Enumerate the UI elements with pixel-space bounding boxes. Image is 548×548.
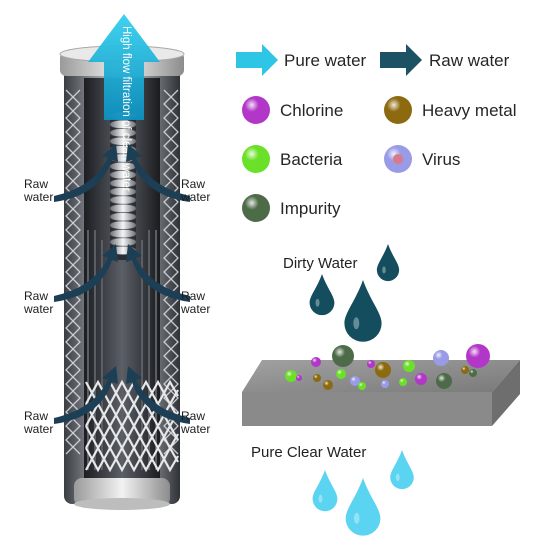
raw-water-label-right-3: Raw water — [181, 409, 211, 436]
dirty-drop — [309, 274, 335, 316]
legend: Pure water Raw water Chlorine Heavy metal… — [236, 44, 516, 222]
clean-water-caption: Pure Clear Water — [251, 444, 366, 461]
legend-item-heavy-metal: Heavy metal — [384, 96, 516, 124]
slab-side — [492, 360, 520, 426]
raw-water-inflow-arrows — [54, 144, 190, 424]
raw-water-label-right-2: Raw water — [181, 289, 211, 316]
flow-vertical-label: High flow filtration of clean water — [120, 26, 132, 192]
raw-water-label-right-1: Raw water — [181, 177, 211, 204]
legend-item-impurity: Impurity — [242, 194, 341, 222]
legend-pure-water: Pure water — [284, 51, 367, 70]
filtered-particles — [285, 344, 490, 390]
dirty-water-drops — [309, 244, 400, 342]
legend-item-chlorine: Chlorine — [242, 96, 343, 124]
legend-item-bacteria: Bacteria — [242, 145, 343, 173]
clean-drop — [345, 478, 381, 536]
mesh-wall-left — [65, 89, 81, 455]
clean-drop — [312, 470, 338, 512]
legend-raw-water: Raw water — [429, 51, 510, 70]
raw-water-label-left-2: Raw water — [24, 289, 54, 316]
legend-label: Chlorine — [280, 101, 343, 120]
slab-front — [242, 392, 492, 426]
clean-water-drops — [312, 450, 414, 536]
raw-water-label-left-1: Raw water — [24, 177, 54, 204]
raw-water-label-left-3: Raw water — [24, 409, 54, 436]
pure-water-arrow-icon — [236, 44, 278, 76]
raw-water-arrow-icon — [380, 44, 422, 76]
legend-item-virus: Virus — [384, 145, 460, 173]
dirty-drop — [376, 244, 400, 282]
legend-label: Bacteria — [280, 150, 343, 169]
legend-label: Virus — [422, 150, 460, 169]
dirty-drop — [344, 280, 382, 342]
legend-label: Heavy metal — [422, 101, 516, 120]
clean-drop — [390, 450, 414, 490]
mesh-wall-right — [163, 89, 179, 455]
pure-water-flow-arrow — [88, 14, 160, 120]
legend-label: Impurity — [280, 199, 341, 218]
dirty-water-caption: Dirty Water — [283, 255, 357, 272]
